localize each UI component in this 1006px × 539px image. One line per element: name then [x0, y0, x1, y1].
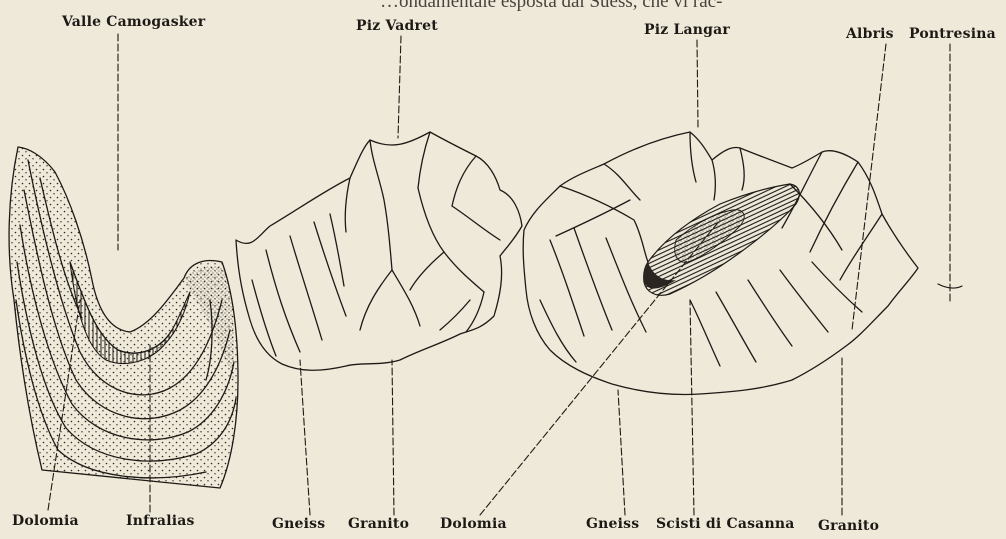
- label-piz-vadret: Piz Vadret: [356, 18, 438, 34]
- label-gneiss-mid: Gneiss: [272, 516, 325, 532]
- label-granito-mid: Granito: [348, 516, 409, 532]
- label-dolomia-mid: Dolomia: [440, 516, 507, 532]
- label-dolomia-left: Dolomia: [12, 513, 79, 529]
- label-granito-right: Granito: [818, 518, 879, 534]
- label-valle-camogasker: Valle Camogasker: [62, 14, 205, 30]
- label-gneiss-right: Gneiss: [586, 516, 639, 532]
- piz-langar-block: [523, 132, 918, 395]
- piz-vadret-block: [236, 132, 522, 370]
- label-scisti-di-casanna: Scisti di Casanna: [656, 516, 794, 532]
- label-piz-langar: Piz Langar: [644, 22, 730, 38]
- label-infralias: Infralias: [126, 513, 195, 529]
- label-albris: Albris: [846, 26, 894, 42]
- camogasker-block: [9, 147, 238, 488]
- label-pontresina: Pontresina: [909, 26, 996, 42]
- piz-vadret-outline: [236, 132, 522, 370]
